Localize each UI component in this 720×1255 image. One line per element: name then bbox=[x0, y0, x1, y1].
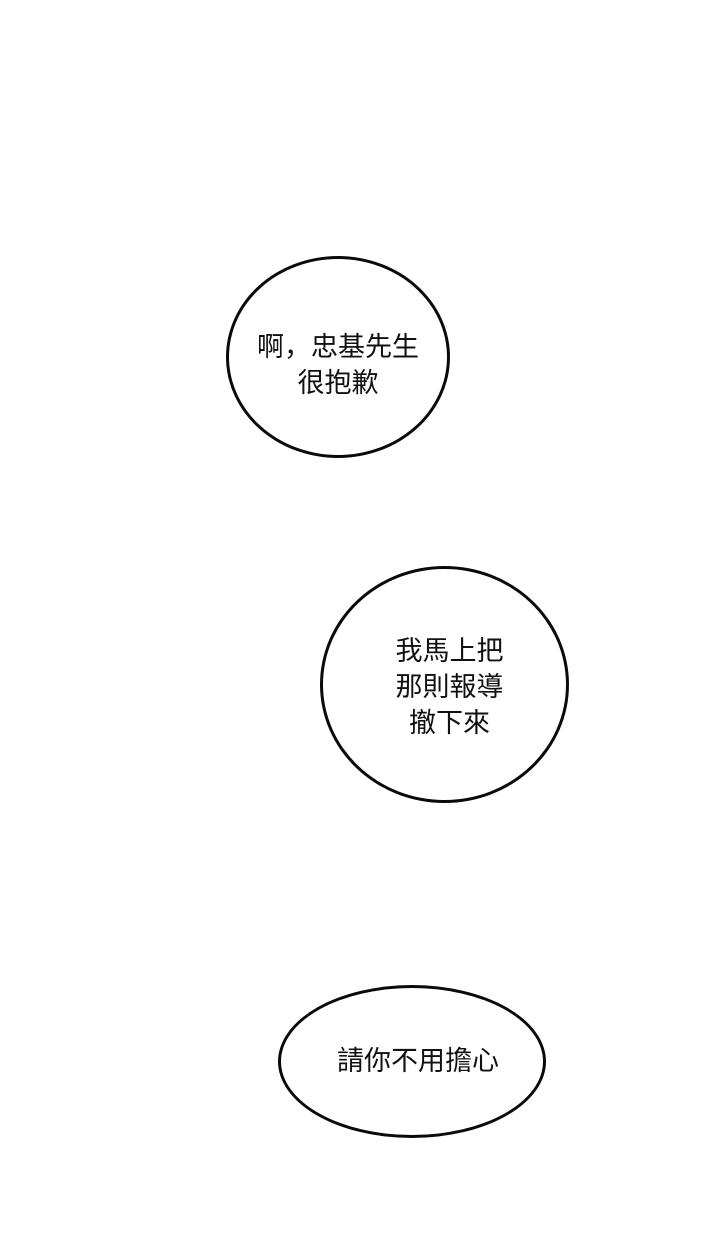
speech-bubble-1: 啊，忠基先生 很抱歉 bbox=[226, 256, 450, 458]
speech-bubble-text: 請你不用擔心 bbox=[337, 1045, 499, 1077]
speech-bubble-3: 請你不用擔心 bbox=[278, 985, 546, 1138]
speech-bubble-2: 我馬上把 那則報導 撤下來 bbox=[320, 566, 569, 803]
speech-bubble-text: 我馬上把 那則報導 撤下來 bbox=[395, 635, 504, 739]
speech-bubble-text: 啊，忠基先生 很抱歉 bbox=[257, 332, 419, 399]
